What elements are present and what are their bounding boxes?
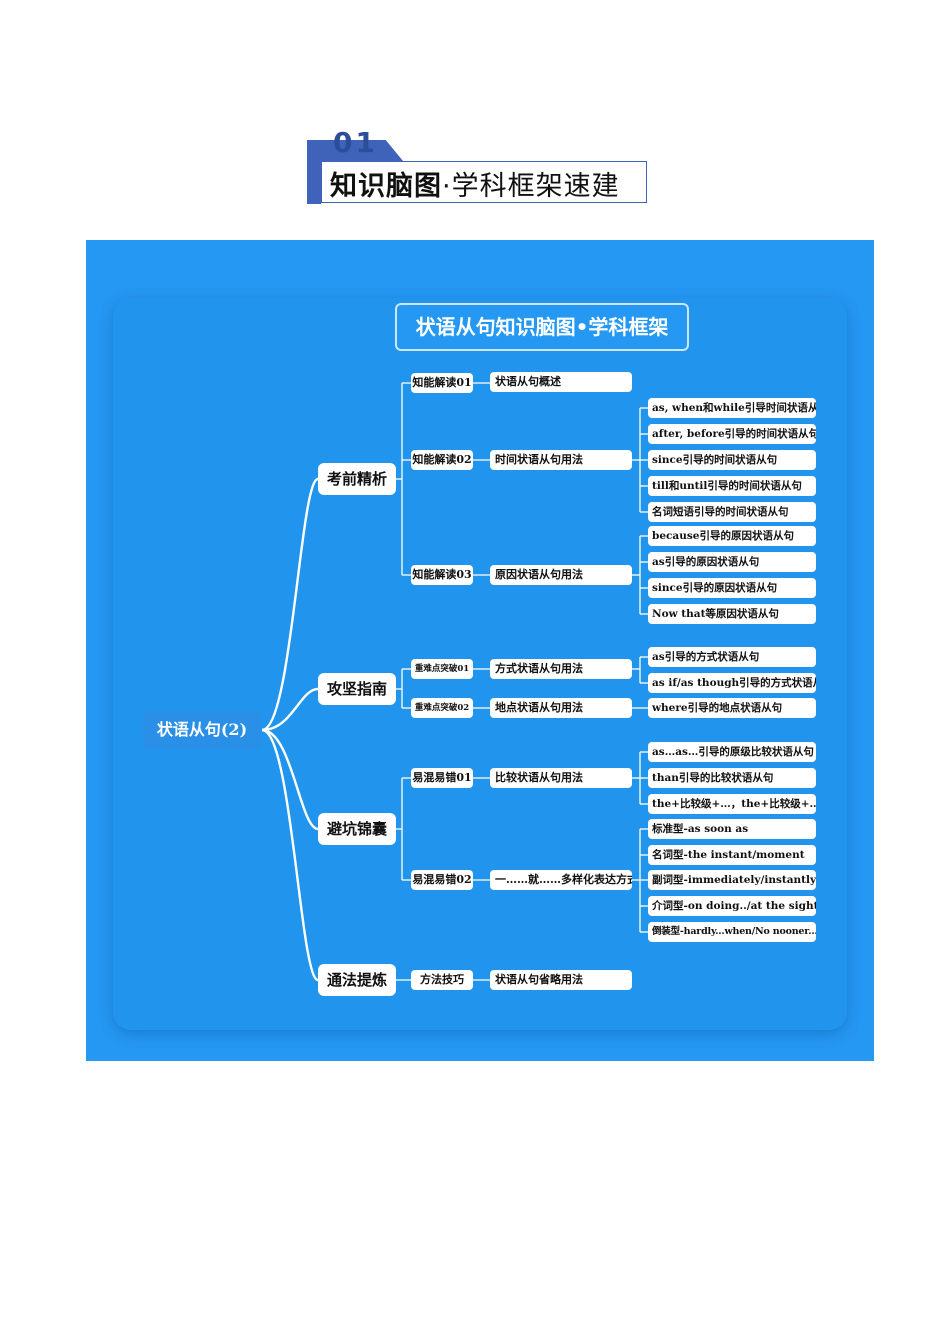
point-node: as引导的原因状语从句 [648, 552, 816, 572]
header-title-box [321, 161, 647, 203]
point-node: than引导的比较状语从句 [648, 768, 816, 788]
tag-node: 重难点突破01 [411, 659, 473, 679]
tag-node: 方法技巧 [411, 970, 473, 990]
tag-node: 易混易错01 [411, 768, 473, 788]
point-node: because引导的原因状语从句 [648, 526, 816, 546]
point-node: as, when和while引导时间状语从句 [648, 398, 816, 418]
topic-node: 状语从句省略用法 [490, 970, 632, 990]
branch-node-bikeng: 避坑锦囊 [318, 813, 396, 845]
point-node: 标准型-as soon as [648, 819, 816, 839]
mindmap-title: 状语从句知识脑图•学科框架 [395, 303, 689, 351]
root-node: 状语从句(2) [143, 711, 261, 749]
tag-node: 知能解读03 [411, 565, 473, 585]
point-node: 副词型-immediately/instantly [648, 870, 816, 890]
point-node: as引导的方式状语从句 [648, 647, 816, 667]
branch-node-kaoqian: 考前精析 [318, 463, 396, 495]
point-node: Now that等原因状语从句 [648, 604, 816, 624]
point-node: the+比较级+…，the+比较级+… [648, 794, 816, 814]
point-node: as…as…引导的原级比较状语从句 [648, 742, 816, 762]
connector-line [261, 477, 320, 732]
header-tab [307, 140, 403, 161]
point-node: as if/as though引导的方式状语从句 [648, 673, 816, 693]
section-number: 01 [333, 126, 378, 159]
branch-node-tongfa: 通法提炼 [318, 964, 396, 996]
point-node: 名词短语引导的时间状语从句 [648, 502, 816, 522]
connector-line [261, 728, 319, 831]
tag-node: 重难点突破02 [411, 698, 473, 718]
point-node: 名词型-the instant/moment [648, 845, 816, 865]
point-node: 倒装型-hardly...when/No nooner...than [648, 922, 816, 942]
point-node: 介词型-on doing../at the sight of [648, 896, 816, 916]
topic-node: 时间状语从句用法 [490, 450, 632, 470]
point-node: since引导的时间状语从句 [648, 450, 816, 470]
tag-node: 知能解读01 [411, 373, 473, 393]
point-node: where引导的地点状语从句 [648, 698, 816, 718]
point-node: since引导的原因状语从句 [648, 578, 816, 598]
topic-node: 原因状语从句用法 [490, 565, 632, 585]
header-accent-bar [307, 161, 321, 204]
tag-node: 易混易错02 [411, 870, 473, 890]
point-node: till和until引导的时间状语从句 [648, 476, 816, 496]
topic-node: 比较状语从句用法 [490, 768, 632, 788]
topic-node: 状语从句概述 [490, 372, 632, 392]
section-title: 知识脑图·学科框架速建 [330, 164, 620, 203]
topic-node: 一……就……多样化表达方式 [490, 870, 632, 890]
section-title-rest: ·学科框架速建 [442, 171, 620, 202]
branch-node-gongjian: 攻坚指南 [318, 673, 396, 705]
point-node: after, before引导的时间状语从句 [648, 424, 816, 444]
topic-node: 方式状语从句用法 [490, 659, 632, 679]
topic-node: 地点状语从句用法 [490, 698, 632, 718]
connector-line [261, 728, 320, 982]
tag-node: 知能解读02 [411, 450, 473, 470]
section-title-bold: 知识脑图 [330, 171, 442, 202]
connector-line [261, 687, 319, 732]
